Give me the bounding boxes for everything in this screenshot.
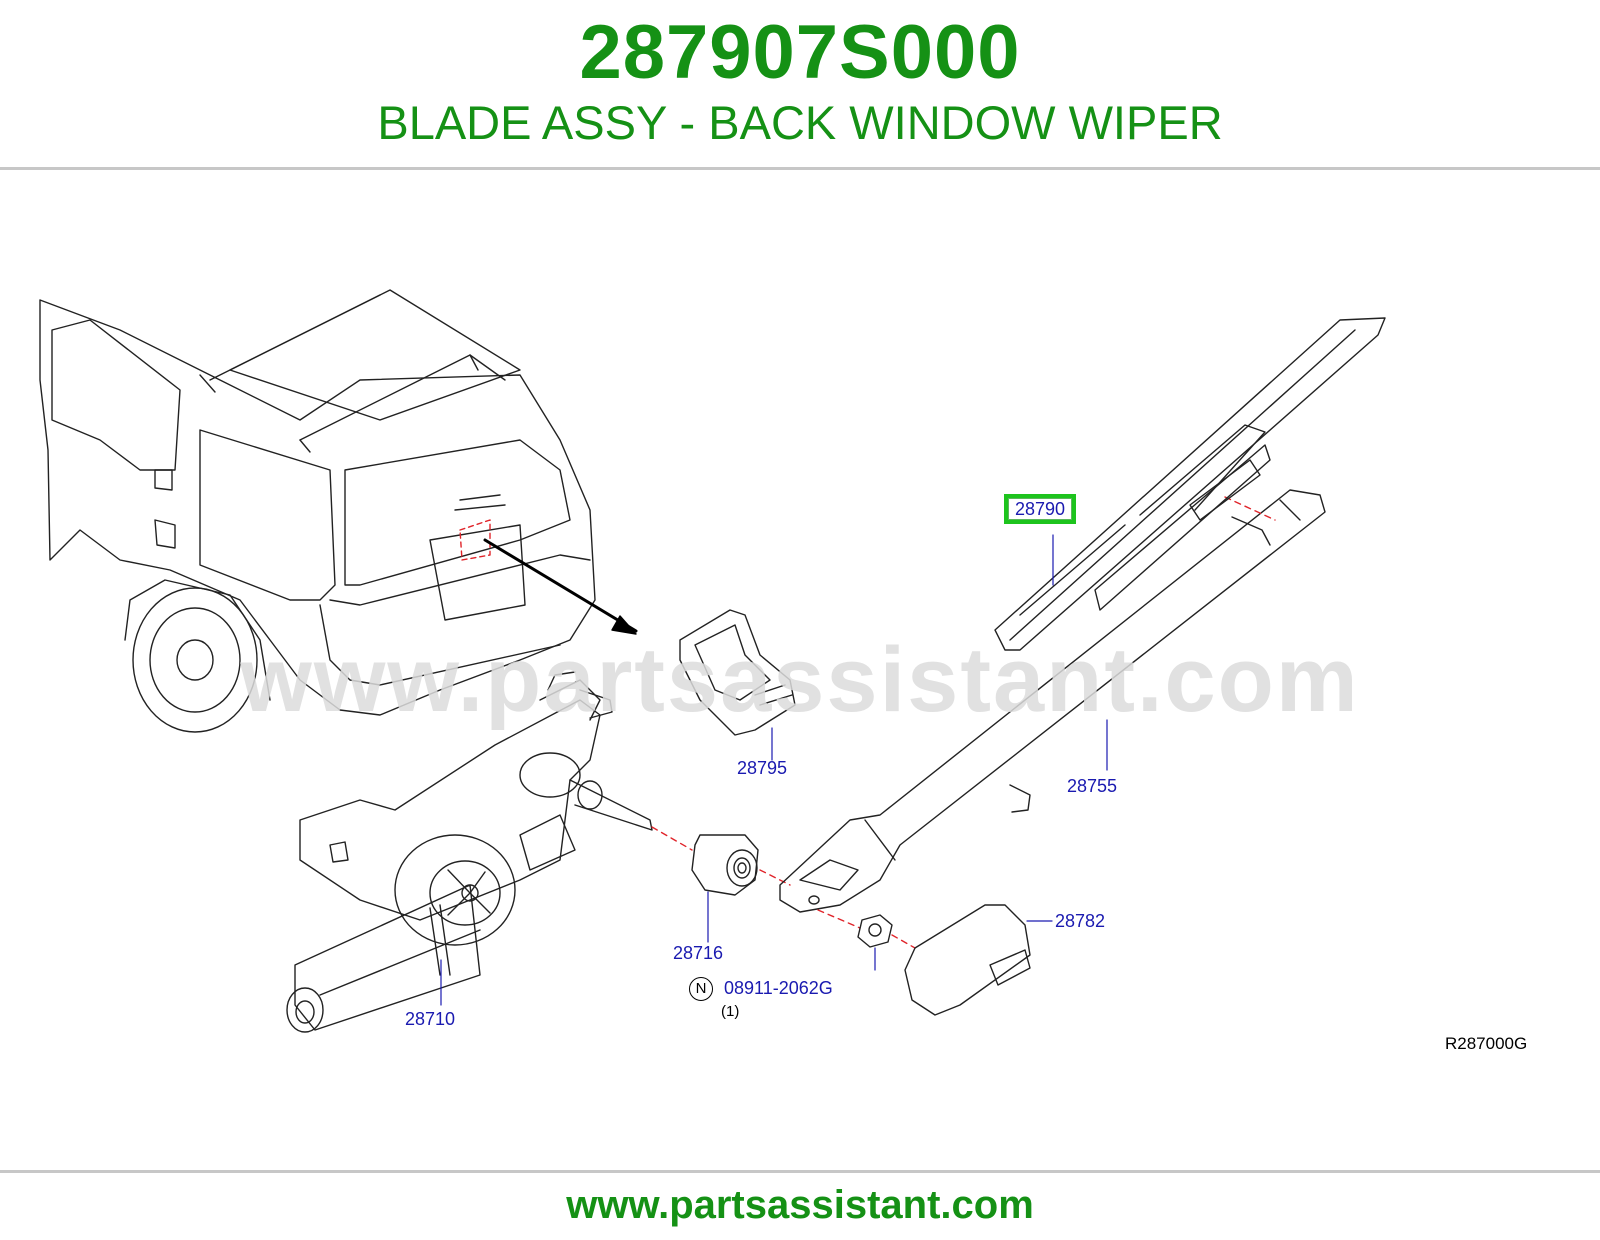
footer-divider [0,1170,1600,1173]
callout-box-blade[interactable]: 28790 [1004,494,1076,524]
callout-nut-quantity: (1) [721,1003,740,1020]
page-header: 287907S000 BLADE ASSY - BACK WINDOW WIPE… [0,0,1600,168]
footer-website[interactable]: www.partsassistant.com [566,1183,1034,1227]
parts-diagram: www.partsassistant.com 28790 28755 28795… [0,170,1600,1170]
wiper-blade-illustration [994,317,1386,651]
callout-label-nut[interactable]: 08911-2062G [724,978,833,998]
diagram-code: R287000G [1445,1034,1528,1053]
callout-label-motor[interactable]: 28710 [405,1009,456,1029]
callout-label-cap[interactable]: 28782 [1055,911,1106,931]
callout-label-bushing[interactable]: 28716 [673,943,724,963]
callout-label-blade[interactable]: 28790 [1008,498,1072,520]
wiper-motor-illustration [286,671,653,1033]
part-number-title: 287907S000 [579,10,1021,95]
pad-illustration [679,609,796,761]
bushing-illustration [651,826,791,943]
watermark-text: www.partsassistant.com [240,629,1360,731]
part-description: BLADE ASSY - BACK WINDOW WIPER [377,96,1223,149]
header-divider [0,167,1600,170]
callout-label-pad[interactable]: 28795 [737,758,788,778]
parts-illustration [39,289,1386,1033]
note-circle: N [689,977,713,1001]
vehicle-rear-illustration [39,289,638,733]
wiper-arm-illustration [779,489,1326,913]
callout-label-arm[interactable]: 28755 [1067,776,1118,796]
nut-and-cap-illustration [817,904,1053,1016]
